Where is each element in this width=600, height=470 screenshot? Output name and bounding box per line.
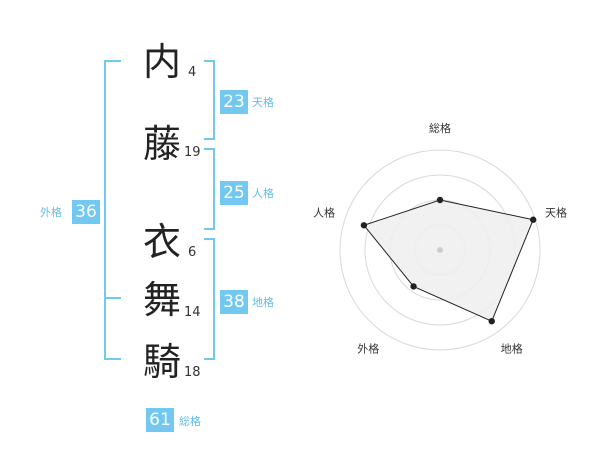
- char-3: 衣: [142, 220, 181, 264]
- jinkaku-value: 25: [220, 181, 248, 205]
- radar-point-1: [436, 196, 444, 204]
- char-2: 藤: [142, 122, 181, 166]
- gaikaku-bracket-tick: [104, 297, 121, 299]
- radar-axis-label: 天格: [545, 205, 567, 219]
- soukaku-value: 61: [146, 408, 174, 432]
- radar-axis-label: 外格: [357, 342, 379, 356]
- stroke-count-5: 18: [184, 365, 201, 380]
- radar-area: [363, 199, 534, 322]
- chikaku-value: 38: [220, 290, 248, 314]
- radar-grid-ring: [339, 149, 541, 351]
- tenkaku-value: 23: [220, 90, 248, 114]
- jinkaku-bracket: [204, 148, 215, 230]
- gaikaku-value: 36: [72, 200, 100, 224]
- tenkaku-bracket: [204, 60, 215, 140]
- radar-point-2: [530, 216, 537, 223]
- soukaku-label: 総格: [179, 415, 201, 428]
- jinkaku-label: 人格: [252, 187, 274, 200]
- stroke-count-3: 6: [188, 245, 197, 260]
- radar-axis-label: 地格: [501, 342, 523, 356]
- gaikaku-label: 外格: [40, 206, 62, 219]
- char-1: 内: [142, 40, 181, 84]
- radar-point-3: [488, 317, 495, 325]
- radar-center-dot: [437, 247, 443, 253]
- radar-axis-label: 人格: [313, 205, 335, 219]
- radar-axis-label: 総格: [429, 121, 451, 135]
- tenkaku-label: 天格: [252, 96, 274, 109]
- stroke-count-4: 14: [184, 305, 201, 320]
- char-4: 舞: [142, 278, 181, 322]
- char-5: 騎: [142, 340, 181, 384]
- gaikaku-bracket: [104, 60, 121, 360]
- chikaku-label: 地格: [252, 296, 274, 309]
- stroke-count-2: 19: [184, 145, 201, 160]
- radar-point-4: [410, 283, 417, 290]
- stroke-count-1: 4: [188, 65, 197, 80]
- chikaku-bracket: [204, 238, 215, 360]
- radar-point-5: [360, 222, 368, 229]
